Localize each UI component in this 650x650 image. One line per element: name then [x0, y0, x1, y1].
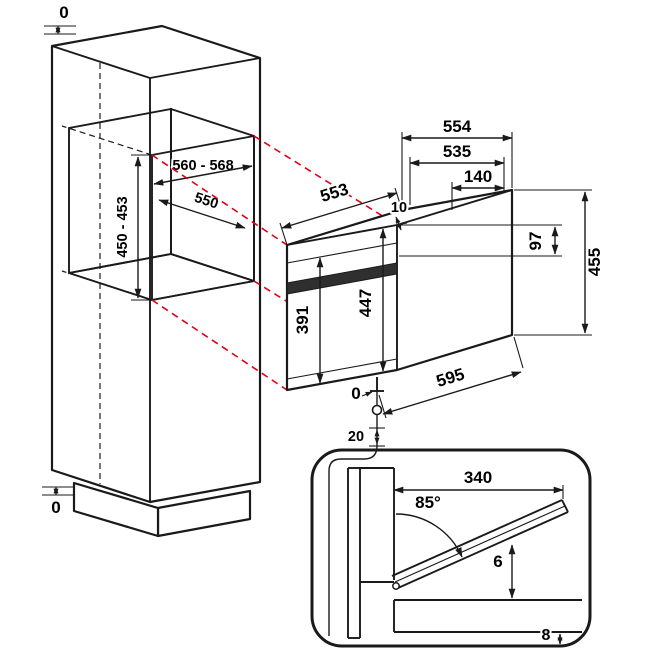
projection-line: [253, 135, 398, 226]
cabinet-body: [50, 24, 262, 504]
dim-door-flush: 0: [351, 384, 360, 403]
dim-body-height: 391: [293, 306, 312, 334]
oven: [285, 188, 514, 392]
angle-arc: [395, 513, 463, 558]
dim-depth: 553: [318, 180, 351, 206]
detail-leader-line: [328, 391, 378, 636]
dim-front-height: 447: [356, 289, 375, 317]
dim-clearance-top: 0: [59, 3, 68, 22]
dim-niche-height: 450 - 453: [115, 196, 131, 257]
open-door: [391, 499, 569, 590]
oven-door-band: [286, 262, 398, 295]
dim-door-clearance: 6: [493, 552, 502, 571]
dim-door-projection: 340: [464, 468, 492, 487]
dim-top-recess: 140: [464, 167, 492, 186]
cabinet-column: [50, 24, 262, 538]
hinge-point: [392, 582, 400, 590]
projection-line: [151, 299, 288, 391]
oven-body: [285, 188, 514, 392]
hidden-line: [61, 125, 153, 156]
dim-body-width: 535: [443, 142, 471, 161]
door-detail-inset: 340 85° 6 8: [310, 391, 592, 648]
dim-opening-angle: 85°: [415, 493, 441, 512]
detail-frame: [310, 448, 592, 648]
dim-base-clearance: 8: [542, 627, 551, 644]
dim-top-width: 554: [443, 117, 472, 136]
dim-total-height: 455: [585, 248, 604, 276]
dim-clearance-bottom: 0: [51, 498, 60, 517]
cabinet-dimensions: 0 0 560 - 568 550 450 - 453: [42, 1, 253, 519]
oven-dimensions: 554 535 140 553 10 391 447 97 455: [279, 115, 606, 447]
reference-point-marker: [371, 404, 383, 416]
cabinet-plinth-side: [72, 481, 160, 538]
projection-line: [151, 154, 288, 246]
dim-fascia-gap: 10: [391, 200, 407, 216]
dim-panel-height: 97: [526, 232, 545, 251]
dim-bottom-clearance: 20: [348, 429, 364, 445]
niche: [68, 107, 255, 301]
dim-overall-depth: 595: [434, 365, 467, 391]
